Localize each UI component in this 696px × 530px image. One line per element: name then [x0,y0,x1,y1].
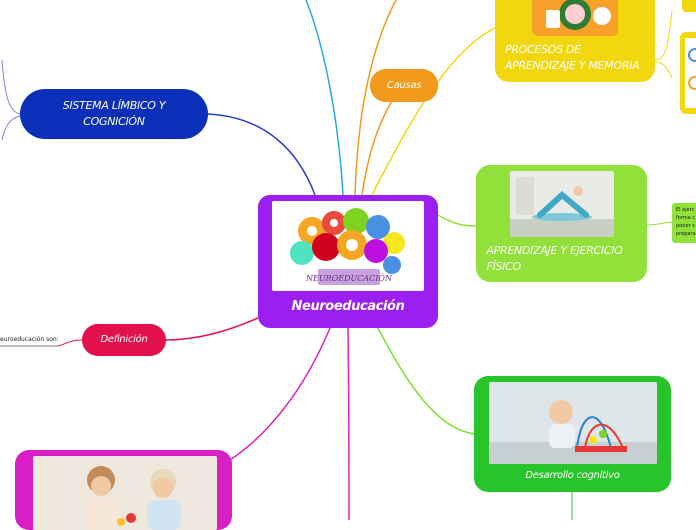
ejercicio-note-line-2: forma c [676,215,696,221]
connector-top-orange [354,0,397,196]
procesos-subimage-top [682,0,696,12]
desarrollo-title: Desarrollo cognitivo [525,470,620,481]
connector-sistema [207,113,316,196]
causas-title: Causas [386,79,422,91]
topic-procesos[interactable]: PROCESOS DE APRENDIZAJE Y MEMORIA [495,0,655,82]
ejercicio-note-line-1: El ejerc [676,207,695,213]
connector-bottom-pink [347,327,350,520]
ejercicio-note[interactable]: El ejerc forma c poner s prepara [672,203,696,243]
connector-procesos [371,27,496,196]
topic-definicion[interactable]: Definición [82,324,166,356]
connector-sistema-left [1,59,21,115]
connector-ejercicio-note [646,221,673,226]
smile-icon [688,48,696,62]
connector-definicion-note [57,339,83,347]
topic-causas[interactable]: Causas [370,69,438,102]
connector-procesos-right2 [654,61,673,79]
baby-toy-icon [488,382,657,464]
ejercicio-note-line-3: poner s [676,223,695,229]
toddlers-playing-icon [33,456,217,530]
topic-bottom-left[interactable] [15,450,232,530]
central-title: Neuroeducación [291,299,405,314]
topic-sistema-limbico[interactable]: SISTEMA LÍMBICO Y COGNICIÓN [20,89,208,139]
ejercicio-note-line-4: prepara [676,231,696,237]
smile-icon-2 [688,76,696,90]
connector-ejercicio [437,214,477,227]
topic-ejercicio[interactable]: APRENDIZAJE Y EJERCICIO FÍSICO [476,165,647,282]
central-topic[interactable]: NEUROEDUCACIÓN Neuroeducación [258,195,438,328]
kids-learning-icon [532,0,618,36]
yoga-woman-icon [509,171,614,237]
connector-procesos-right [654,9,673,61]
connector-sistema-left2 [1,115,21,141]
definicion-note[interactable]: euroeducación son: [0,336,59,343]
definicion-title: Definición [100,334,148,345]
connector-definicion [164,317,259,341]
ejercicio-title: APRENDIZAJE Y EJERCICIO FÍSICO [486,244,623,273]
topic-desarrollo[interactable]: Desarrollo cognitivo [474,376,671,492]
central-image-label: NEUROEDUCACIÓN [305,274,393,283]
brain-gears-icon: NEUROEDUCACIÓN [272,201,424,291]
connector-bottom-left [229,327,331,461]
sistema-title: SISTEMA LÍMBICO Y COGNICIÓN [62,99,166,128]
procesos-title: PROCESOS DE APRENDIZAJE Y MEMORIA [505,43,640,72]
procesos-subimage [680,32,696,114]
connector-desarrollo [377,327,476,435]
connector-top-cyan [305,0,344,196]
